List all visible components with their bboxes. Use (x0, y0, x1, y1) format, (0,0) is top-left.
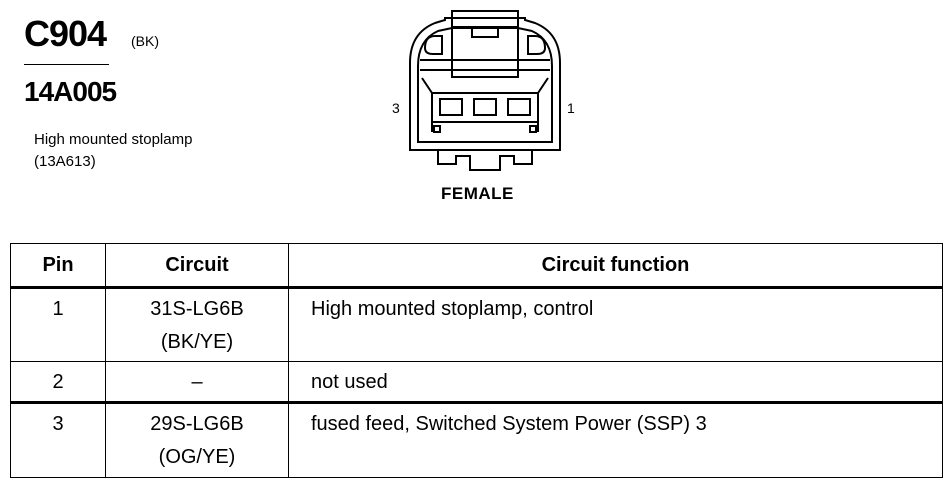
component-code: (13A613) (34, 153, 96, 170)
circuit-code: 31S-LG6B (150, 298, 244, 320)
header-circuit-function: Circuit function (288, 243, 943, 289)
connector-id: C904 (24, 13, 107, 54)
table-row: 2 – not used (10, 361, 943, 404)
circuit-cell: 29S-LG6B (OG/YE) (105, 401, 289, 479)
circuit-cell: – (105, 361, 289, 404)
function-cell: High mounted stoplamp, control (288, 286, 943, 363)
component-name: High mounted stoplamp (34, 131, 193, 148)
table-row: 1 31S-LG6B (BK/YE) High mounted stoplamp… (10, 286, 943, 363)
part-number: 14A005 (24, 76, 117, 107)
header-pin: Pin (10, 243, 106, 289)
function-cell: not used (288, 361, 943, 404)
cavity-pin-3 (439, 98, 463, 116)
circuit-color: (BK/YE) (160, 331, 234, 353)
header-circuit: Circuit (105, 243, 289, 289)
lock-tab-left (433, 125, 441, 133)
pinout-table: Pin Circuit Circuit function 1 31S-LG6B … (10, 243, 943, 479)
table-row: 3 29S-LG6B (OG/YE) fused feed, Switched … (10, 401, 943, 479)
top-latch (451, 10, 519, 78)
housing-inner-outline (417, 27, 553, 143)
color-code: (BK) (131, 33, 159, 49)
table-header-row: Pin Circuit Circuit function (10, 243, 943, 289)
pin-cell: 2 (10, 361, 106, 404)
circuit-code: – (191, 371, 203, 394)
pin-cell: 3 (10, 401, 106, 479)
circuit-color: (OG/YE) (158, 445, 236, 468)
left-hook (423, 35, 443, 55)
pin-label-right: 1 (567, 100, 575, 116)
circuit-code: 29S-LG6B (150, 412, 244, 435)
housing-outline (409, 17, 561, 151)
pin-cell: 1 (10, 286, 106, 363)
lock-tab-right (529, 125, 537, 133)
cavity-pin-1 (507, 98, 531, 116)
function-cell: fused feed, Switched System Power (SSP) … (288, 401, 943, 479)
right-hook (527, 35, 547, 55)
bottom-key (437, 150, 533, 171)
cavity-pin-2 (473, 98, 497, 116)
connector-face-diagram (409, 10, 561, 171)
gender-label: FEMALE (441, 184, 514, 203)
circuit-cell: 31S-LG6B (BK/YE) (105, 286, 289, 363)
title-rule (24, 64, 109, 65)
pin-label-left: 3 (392, 100, 400, 116)
